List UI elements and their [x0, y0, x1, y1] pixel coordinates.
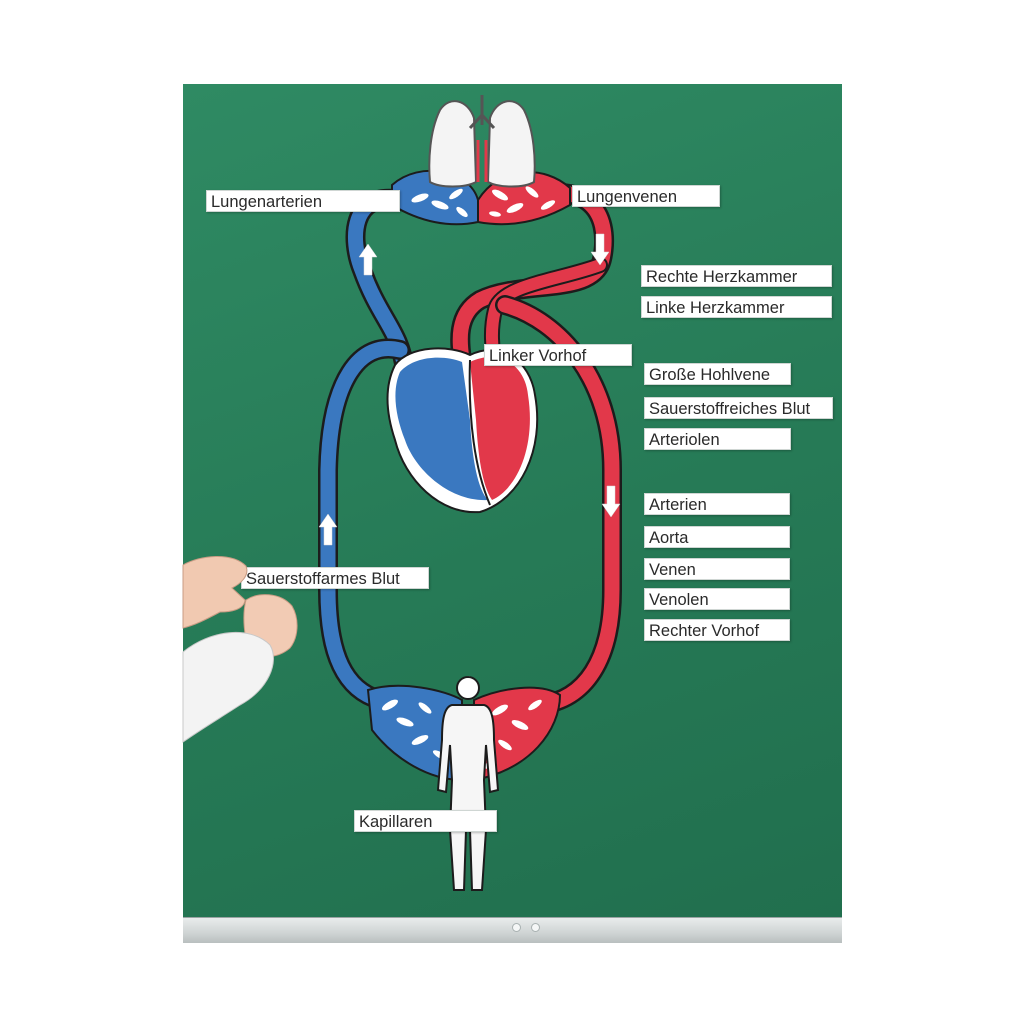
hand-icon — [0, 0, 1024, 1024]
